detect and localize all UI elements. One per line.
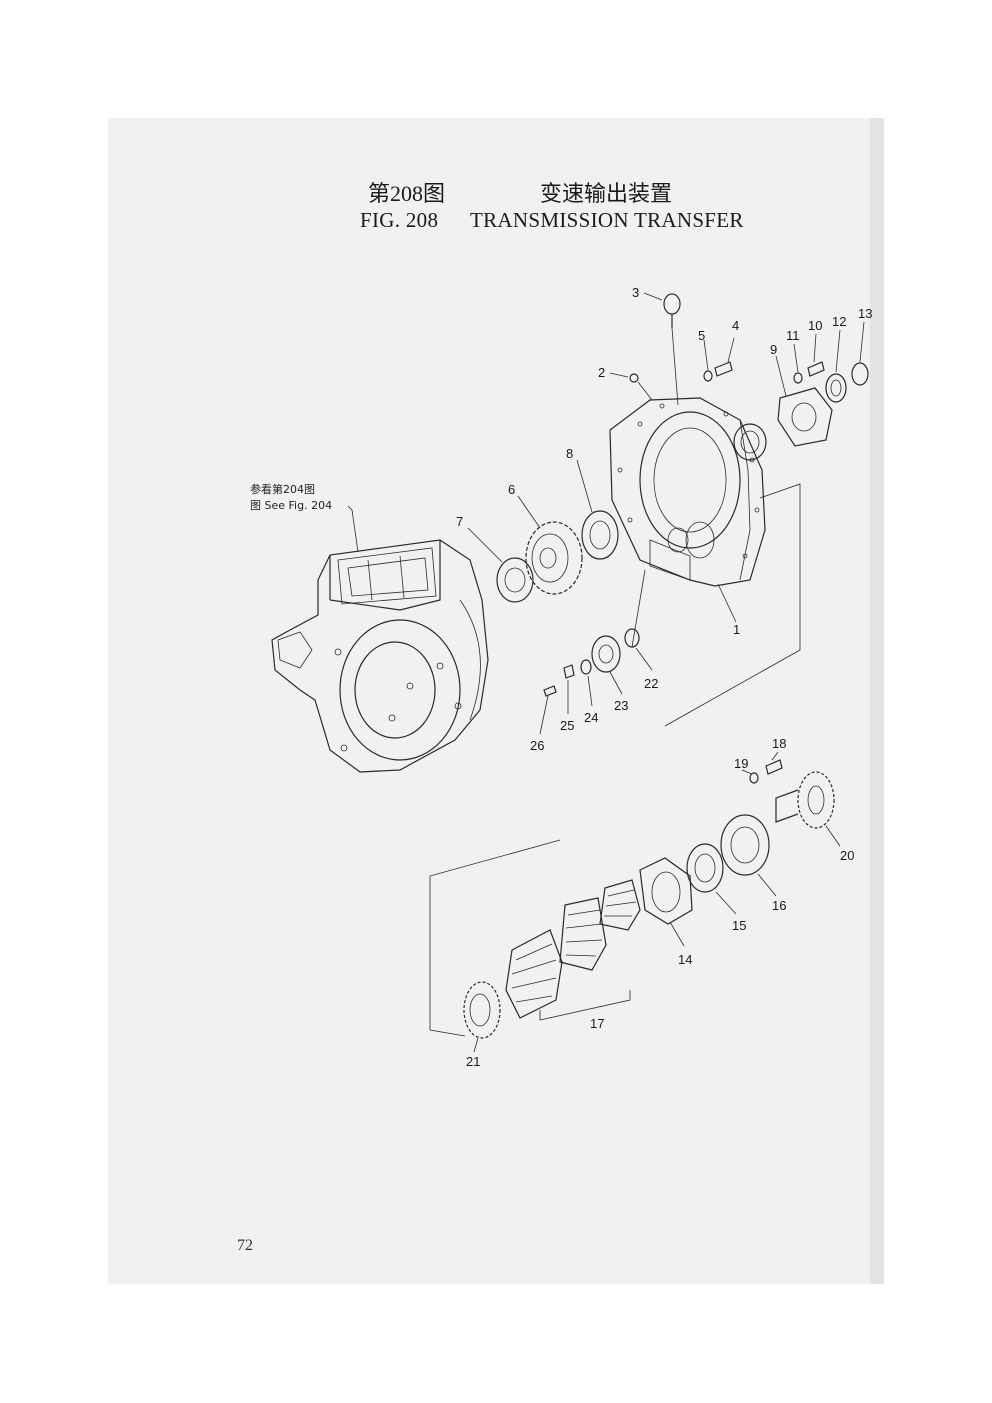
leader-22 — [631, 569, 646, 648]
retainer-14 — [639, 857, 693, 925]
part-label: 11 — [786, 328, 800, 343]
plug — [629, 373, 639, 383]
part-label: 20 — [840, 848, 854, 863]
transfer-case — [609, 397, 766, 587]
figure-number-en: FIG. 208 — [360, 208, 439, 232]
part-label: 25 — [560, 718, 574, 733]
bearing-23 — [591, 635, 621, 673]
part-label: 15 — [732, 918, 746, 933]
small-washer — [793, 372, 803, 384]
part-label: 3 — [632, 285, 639, 300]
bearing-12 — [825, 373, 847, 403]
part-label: 24 — [584, 710, 598, 725]
bolt-26 — [543, 685, 557, 697]
pin-25 — [563, 664, 575, 679]
connector-upper — [664, 483, 801, 727]
figure-title-cn: 变速输出装置 — [540, 181, 673, 206]
part-label: 23 — [614, 698, 628, 713]
reference-leader — [347, 505, 359, 553]
gear-21 — [463, 981, 501, 1039]
small-bolt — [807, 361, 825, 377]
bearing-7 — [496, 557, 534, 603]
part-label: 6 — [508, 482, 515, 497]
gear-6 — [525, 521, 583, 595]
washer-19 — [749, 772, 759, 784]
part-label: 4 — [732, 318, 739, 333]
part-label: 22 — [644, 676, 658, 691]
output-gear-20 — [775, 771, 835, 829]
clutch-plates-17 — [505, 879, 641, 1021]
part-label: 13 — [858, 306, 872, 321]
bearing-15 — [686, 843, 724, 893]
washer-24 — [580, 659, 592, 675]
part-label: 9 — [770, 342, 777, 357]
part-label: 18 — [772, 736, 786, 751]
reference-note-cn: 参看第204图 — [250, 483, 315, 496]
scanned-page — [108, 118, 884, 1284]
part-label: 21 — [466, 1054, 480, 1069]
part-label: 17 — [590, 1016, 604, 1031]
leader-lines — [467, 292, 865, 1053]
part-labels: 1 2 3 4 5 6 7 8 9 10 11 12 13 14 15 16 1… — [456, 285, 872, 1069]
page-edge-shadow — [870, 118, 884, 1284]
part-label: 5 — [698, 328, 705, 343]
figure-title-en: TRANSMISSION TRANSFER — [470, 208, 744, 232]
figure-number-cn: 第208图 — [368, 181, 446, 206]
part-label: 16 — [772, 898, 786, 913]
part-label: 10 — [808, 318, 822, 333]
part-label: 7 — [456, 514, 463, 529]
part-label: 19 — [734, 756, 748, 771]
bearing-8 — [581, 510, 619, 560]
snap-ring — [851, 362, 869, 386]
output-cover — [733, 387, 833, 461]
part-label: 14 — [678, 952, 692, 967]
transmission-housing — [271, 539, 489, 773]
bolt-and-washer — [703, 361, 733, 382]
ring-22 — [624, 628, 640, 648]
part-label: 12 — [832, 314, 846, 329]
part-label: 2 — [598, 365, 605, 380]
part-label: 1 — [733, 622, 740, 637]
part-label: 26 — [530, 738, 544, 753]
cover-16 — [720, 814, 770, 876]
eyebolt — [663, 293, 681, 406]
page-number: 72 — [237, 1237, 253, 1254]
connector-lower — [429, 839, 561, 1037]
part-label: 8 — [566, 446, 573, 461]
reference-note-en: 图 See Fig. 204 — [250, 499, 333, 512]
bolt-18 — [765, 759, 783, 775]
